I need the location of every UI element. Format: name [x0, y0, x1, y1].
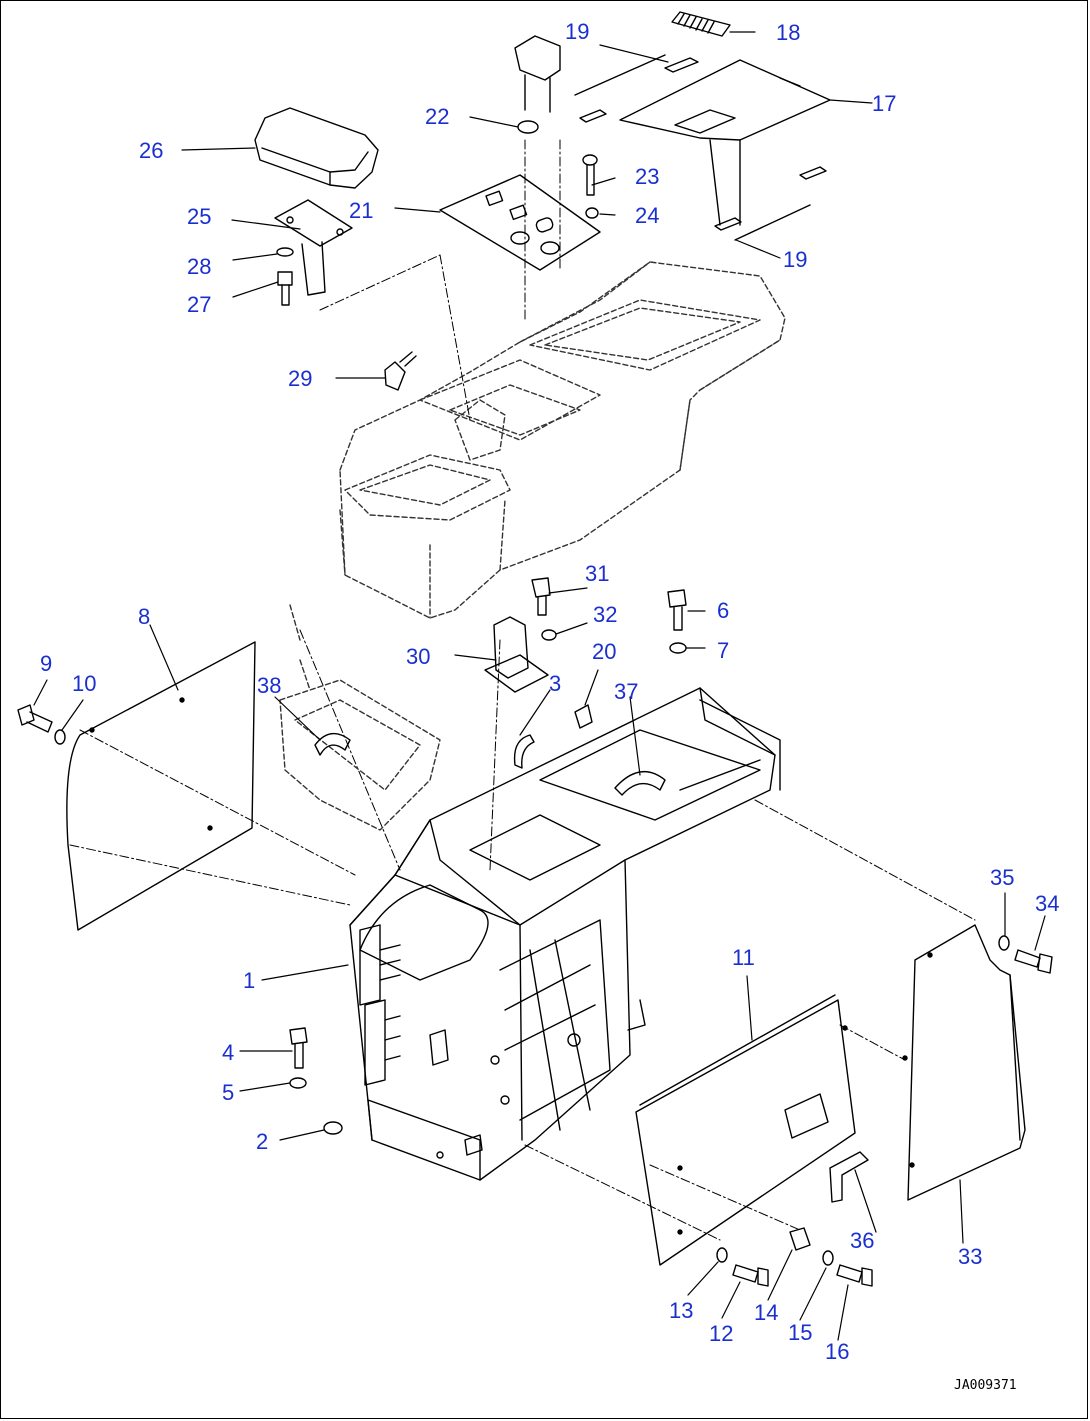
- assembly-centerlines: [69, 139, 976, 1241]
- part-23-24-screw-nut: [582, 154, 599, 219]
- part-11-rear-panel: [635, 994, 856, 1266]
- part-31-32-bolt-washer: [531, 577, 557, 641]
- part-22-lever-assembly: [514, 35, 561, 134]
- callout-32: 32: [593, 602, 618, 627]
- callout-25: 25: [187, 204, 212, 229]
- phantom-control-valve: [279, 604, 441, 831]
- part-37-handle: [614, 771, 666, 796]
- callout-4: 4: [222, 1040, 235, 1065]
- part-12-bolt: [732, 1264, 769, 1287]
- part-8-side-panel: [66, 641, 256, 931]
- callout-9: 9: [40, 651, 53, 676]
- callout-12: 12: [709, 1321, 734, 1346]
- callout-15: 15: [788, 1320, 813, 1345]
- callout-33: 33: [958, 1244, 983, 1269]
- part-14-nut: [789, 1227, 811, 1251]
- callout-35: 35: [990, 865, 1015, 890]
- part-9-10-bolt-washer: [17, 704, 66, 745]
- callout-37: 37: [614, 679, 639, 704]
- callout-20: 20: [592, 639, 617, 664]
- part-33-side-cover: [902, 924, 1026, 1201]
- callout-10: 10: [72, 671, 97, 696]
- callout-7: 7: [717, 638, 730, 663]
- part-30-pedestal: [484, 616, 549, 693]
- callout-13: 13: [669, 1298, 694, 1323]
- part-21-panel: [439, 174, 601, 271]
- part-4-bolt: [289, 1027, 308, 1069]
- callout-6: 6: [717, 598, 730, 623]
- part-36-clip: [829, 1151, 869, 1203]
- callout-11: 11: [732, 945, 755, 970]
- callout-29: 29: [288, 366, 313, 391]
- callout-31: 31: [585, 561, 610, 586]
- callout-26: 26: [139, 138, 164, 163]
- drawing-code: JA009371: [954, 1378, 1017, 1393]
- callout-2: 2: [256, 1129, 269, 1154]
- callout-18: 18: [776, 20, 801, 45]
- callout-36: 36: [850, 1228, 875, 1253]
- part-38-handle: [314, 732, 351, 756]
- console-cover-phantom: [339, 261, 786, 619]
- part-18-spring: [671, 11, 731, 37]
- callout-38: 38: [257, 673, 282, 698]
- callout-14: 14: [754, 1300, 779, 1325]
- part-16-bolt: [836, 1264, 873, 1287]
- part-26-armrest-pad: [254, 107, 379, 189]
- part-27-28-bolt-washer: [276, 247, 294, 306]
- part-15-washer: [822, 1250, 834, 1266]
- callout-22: 22: [425, 104, 450, 129]
- callout-3: 3: [549, 671, 562, 696]
- part-34-bolt: [1014, 949, 1053, 974]
- part-17-cover-plate: [619, 59, 831, 141]
- leader-lines: [33, 31, 1046, 1341]
- part-5-washer: [289, 1077, 307, 1089]
- callout-27: 27: [187, 292, 212, 317]
- part-29-fitting: [384, 351, 417, 391]
- part-13-washer: [716, 1247, 728, 1263]
- part-20-grommet: [574, 704, 593, 729]
- part-1-main-frame: [349, 687, 781, 1181]
- callout-1: 1: [243, 968, 256, 993]
- part-25-bracket: [274, 199, 353, 296]
- callout-34: 34: [1035, 891, 1060, 916]
- part-3-handle: [513, 734, 535, 769]
- part-19-clips: [574, 54, 827, 241]
- part-6-7-bolt-washer: [667, 589, 687, 654]
- callout-19-bottom: 19: [783, 247, 808, 272]
- callout-8: 8: [138, 604, 151, 629]
- part-2-cap: [323, 1121, 343, 1135]
- callout-5: 5: [222, 1080, 235, 1105]
- callout-21: 21: [349, 198, 374, 223]
- callout-16: 16: [825, 1339, 850, 1364]
- part-35-washer: [998, 935, 1010, 951]
- callout-30: 30: [406, 644, 431, 669]
- callout-23: 23: [635, 164, 660, 189]
- callout-28: 28: [187, 254, 212, 279]
- callout-19-top: 19: [565, 19, 590, 44]
- callout-17: 17: [872, 91, 897, 116]
- callout-24: 24: [635, 203, 660, 228]
